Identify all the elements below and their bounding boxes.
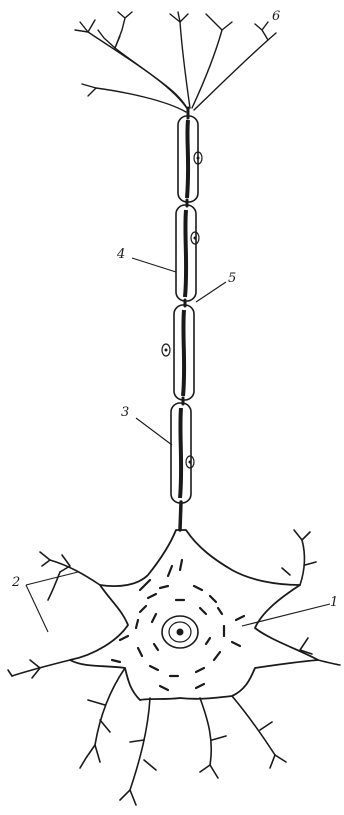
nissl-bodies	[112, 560, 244, 690]
dendrites	[8, 530, 340, 805]
myelin-segment-1	[178, 116, 202, 202]
label-4: 4	[116, 247, 125, 262]
label-6: 6	[272, 9, 280, 24]
myelin-segment-4	[171, 403, 194, 503]
label-1: 1	[330, 595, 338, 610]
cell-body	[70, 530, 318, 700]
myelin-segment-3	[162, 305, 194, 400]
label-3: 3	[121, 405, 129, 420]
nucleus	[162, 616, 198, 648]
label-2: 2	[11, 575, 20, 590]
label-5: 5	[228, 271, 236, 286]
axon-terminal-branches	[75, 12, 276, 112]
myelin-segment-2	[176, 205, 199, 301]
leader-lines	[26, 258, 330, 632]
